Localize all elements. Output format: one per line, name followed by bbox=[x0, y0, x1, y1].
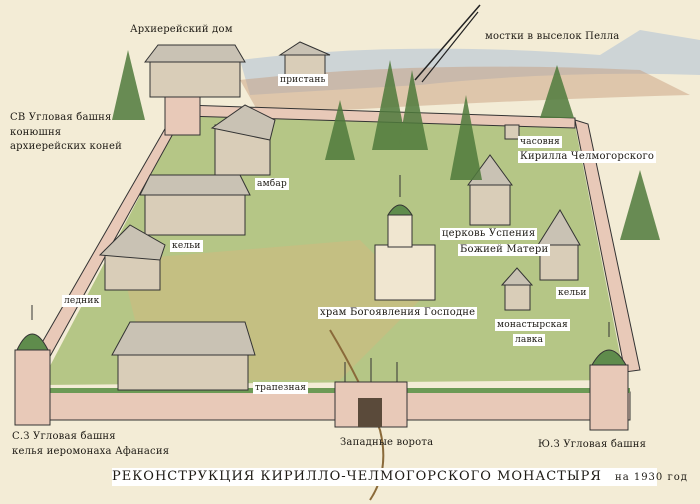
label-cells-right: кельи bbox=[556, 287, 589, 299]
label-icehouse: ледник bbox=[62, 295, 102, 307]
label-ne-tower-1: СВ Угловая башня bbox=[10, 112, 112, 123]
title-year: на 1930 год bbox=[615, 472, 688, 483]
label-cells-left: кельи bbox=[170, 240, 203, 252]
label-shop-1: монастырская bbox=[495, 319, 570, 331]
label-sw-tower: Ю.З Угловая башня bbox=[538, 439, 647, 450]
label-ne-tower-2: конюшня bbox=[10, 127, 62, 138]
label-epiphany-church: храм Богоявления Господне bbox=[318, 307, 478, 319]
river bbox=[240, 4, 700, 115]
nw-tower bbox=[14, 305, 51, 426]
label-pier: пристань bbox=[278, 74, 328, 86]
label-barn: амбар bbox=[255, 178, 289, 190]
sw-tower bbox=[589, 322, 629, 431]
label-nw-tower-1: С.З Угловая башня bbox=[12, 431, 116, 442]
label-bishops-house: Архиерейский дом bbox=[130, 24, 233, 35]
label-dormition-1: церковь Успения bbox=[440, 228, 538, 240]
title-main: РЕКОНСТРУКЦИЯ КИРИЛЛО-ЧЕЛМОГОРСКОГО МОНА… bbox=[112, 469, 602, 484]
label-shop-2: лавка bbox=[513, 334, 546, 346]
label-ne-tower-3: архиерейских коней bbox=[10, 141, 123, 152]
map-title: РЕКОНСТРУКЦИЯ КИРИЛЛО-ЧЕЛМОГОРСКОГО МОНА… bbox=[112, 468, 687, 486]
west-gate bbox=[334, 358, 408, 428]
label-dormition-2: Божией Матери bbox=[458, 244, 551, 256]
label-west-gate: Западные ворота bbox=[340, 437, 434, 448]
label-chapel-1: часовня bbox=[518, 136, 562, 148]
label-footbridge: мостки в выселок Пелла bbox=[485, 31, 620, 42]
label-nw-tower-2: келья иеромонаха Афанасия bbox=[12, 446, 170, 457]
label-refectory: трапезная bbox=[253, 382, 309, 394]
trees bbox=[112, 50, 660, 240]
label-chapel-2: Кирилла Челмогорского bbox=[518, 151, 657, 163]
